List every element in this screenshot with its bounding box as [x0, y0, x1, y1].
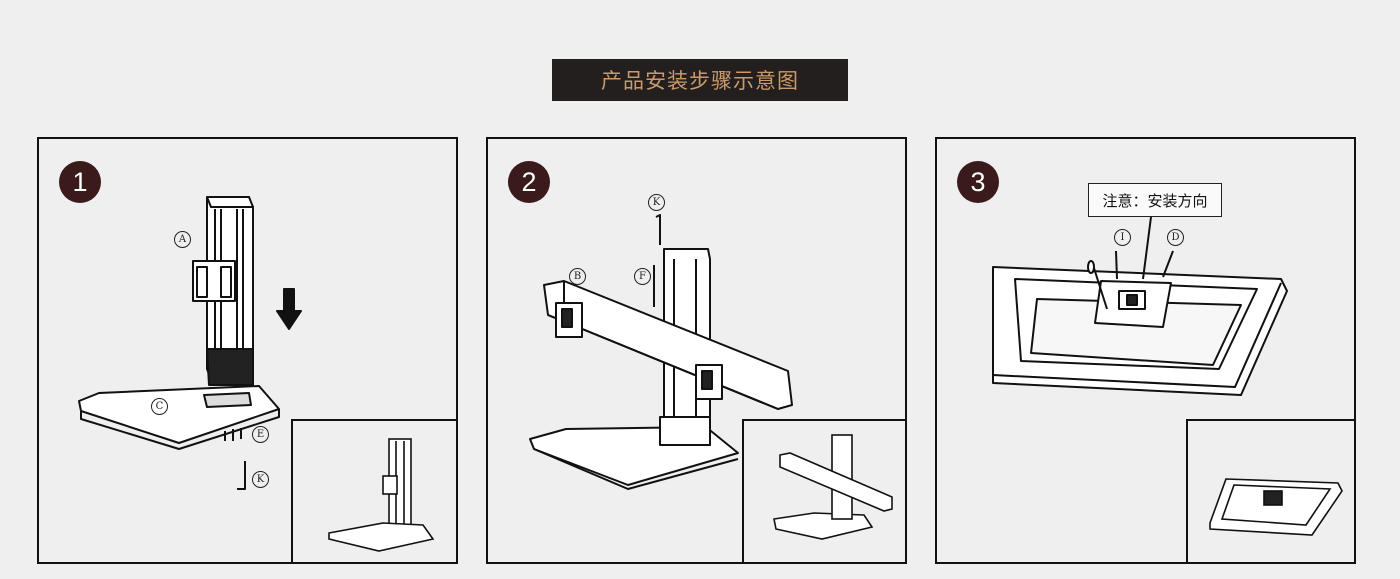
part-label-k: K: [252, 471, 269, 488]
step-2-result-inset: [742, 419, 905, 562]
step-1-illustration: [78, 196, 302, 490]
step-3-illustration: [992, 216, 1288, 396]
step-1-badge: 1: [59, 161, 101, 203]
step-2-badge: 2: [508, 161, 550, 203]
step-3-result-inset: [1186, 419, 1354, 562]
step-3-panel: 3 注意：安装方向 I D: [935, 137, 1356, 564]
part-label-a: A: [174, 231, 191, 248]
install-direction-note: 注意：安装方向: [1088, 183, 1222, 217]
part-label-d: D: [1167, 229, 1184, 246]
part-label-c: C: [151, 398, 168, 415]
step-3-result-illustration: [1209, 478, 1343, 536]
step-2-result-illustration: [773, 434, 893, 540]
title-banner: 产品安装步骤示意图: [552, 59, 848, 101]
part-label-k2: K: [648, 194, 665, 211]
step-2-panel: 2 K F B: [486, 137, 907, 564]
part-label-f: F: [634, 268, 651, 285]
step-3-badge: 3: [957, 161, 999, 203]
step-1-panel: 1 A C E K: [37, 137, 458, 564]
step-1-result-illustration: [328, 438, 435, 552]
part-label-b: B: [569, 268, 586, 285]
part-label-i: I: [1114, 229, 1131, 246]
step-1-result-inset: [291, 419, 456, 562]
page-title: 产品安装步骤示意图: [601, 69, 799, 93]
part-label-e: E: [252, 426, 269, 443]
step-2-illustration: [529, 214, 793, 490]
